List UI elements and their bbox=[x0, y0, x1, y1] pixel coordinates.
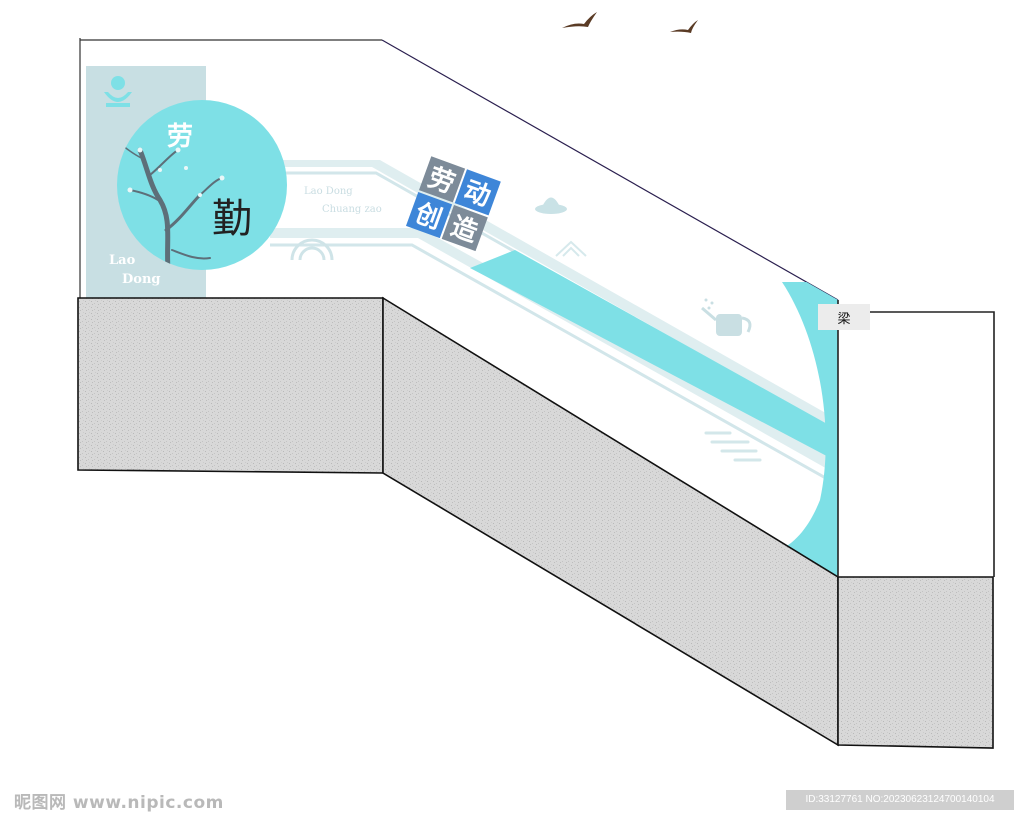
mountain-icon bbox=[555, 240, 587, 257]
stair-concrete bbox=[77, 296, 994, 749]
panel-label-line1: Lao bbox=[109, 253, 136, 268]
watering-can-icon bbox=[701, 298, 752, 336]
concrete-left-block bbox=[77, 297, 384, 474]
cyan-curve bbox=[780, 282, 838, 577]
plum-tree-circle bbox=[117, 100, 287, 270]
tile-chuang-bg bbox=[405, 192, 453, 239]
diagonal-stripes bbox=[270, 160, 838, 487]
beam-label-box bbox=[818, 304, 870, 330]
cyan-band bbox=[470, 250, 838, 462]
pinyin-line2: Chuang zao bbox=[322, 204, 382, 215]
beam-label: 梁 bbox=[837, 312, 850, 327]
circle-char-top: 劳 bbox=[167, 122, 193, 152]
hat-icon bbox=[535, 197, 567, 214]
bird-icon bbox=[562, 12, 698, 33]
watermark-left: 昵图网 www.nipic.com bbox=[14, 793, 224, 813]
title-tiles: 劳 动 创 造 bbox=[405, 156, 501, 252]
watermark-right: ID:33127761 NO:20230623124700140104 bbox=[786, 790, 1014, 810]
circle-char-seal: 勤 bbox=[212, 196, 252, 242]
tile-dong-bg bbox=[454, 169, 501, 216]
concrete-right-block bbox=[837, 576, 994, 749]
emblem-icon bbox=[104, 76, 132, 107]
arch-icon bbox=[290, 238, 334, 261]
panel-label-line2: Dong bbox=[122, 272, 161, 287]
wave-lines-icon bbox=[704, 431, 762, 462]
tile-zao-bg bbox=[441, 205, 488, 252]
tile-lao-bg bbox=[418, 156, 466, 203]
beam-outline bbox=[837, 300, 995, 577]
pinyin-line1: Lao Dong bbox=[304, 186, 353, 197]
